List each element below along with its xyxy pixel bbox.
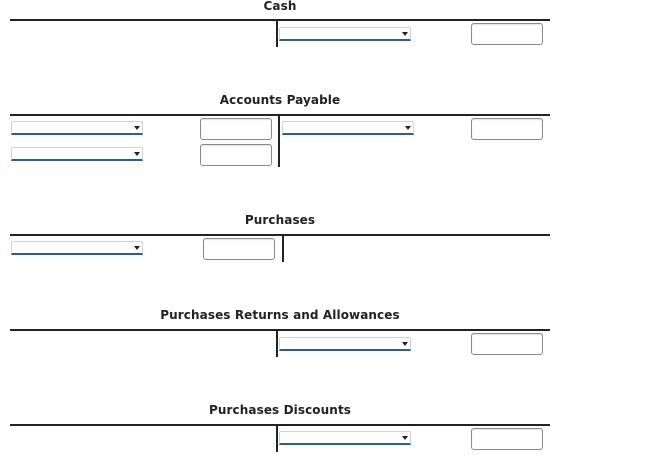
cash-account-title: Cash [263, 0, 297, 13]
chevron-down-icon [405, 126, 411, 130]
purchases-debit-account-select[interactable] [11, 241, 143, 255]
purchases-discounts-credit-account-select[interactable] [279, 431, 411, 445]
purchases-vertical-rule [282, 235, 284, 262]
purchases-discounts-vertical-rule [276, 425, 278, 452]
chevron-down-icon [402, 32, 408, 36]
cash-credit-account-select[interactable] [279, 27, 411, 41]
purchases-returns-credit-account-select[interactable] [279, 337, 411, 351]
accounts-payable-debit-account-select-2[interactable] [11, 147, 143, 161]
accounts-payable-debit-amount-input-1[interactable] [200, 118, 272, 140]
purchases-debit-amount-input[interactable] [203, 238, 275, 260]
cash-credit-amount-input[interactable] [471, 23, 543, 45]
chevron-down-icon [134, 246, 140, 250]
chevron-down-icon [402, 436, 408, 440]
cash-vertical-rule [276, 20, 278, 47]
accounts-payable-debit-amount-input-2[interactable] [200, 144, 272, 166]
purchases-account-title: Purchases [244, 213, 316, 227]
purchases-discounts-credit-amount-input[interactable] [471, 428, 543, 450]
accounts-payable-account-title: Accounts Payable [219, 93, 341, 107]
chevron-down-icon [134, 126, 140, 130]
accounts-payable-vertical-rule [278, 115, 280, 167]
chevron-down-icon [134, 152, 140, 156]
cash-horizontal-rule [10, 19, 550, 21]
purchases-returns-credit-amount-input[interactable] [471, 333, 543, 355]
purchases-returns-vertical-rule [276, 330, 278, 357]
purchases-discounts-account-title: Purchases Discounts [208, 403, 352, 417]
purchases-returns-horizontal-rule [10, 329, 550, 331]
accounts-payable-credit-account-select[interactable] [282, 121, 414, 135]
chevron-down-icon [402, 342, 408, 346]
accounts-payable-credit-amount-input[interactable] [471, 118, 543, 140]
accounts-payable-debit-account-select-1[interactable] [11, 121, 143, 135]
purchases-discounts-horizontal-rule [10, 424, 550, 426]
purchases-horizontal-rule [10, 234, 550, 236]
accounts-payable-horizontal-rule [10, 114, 550, 116]
purchases-returns-account-title: Purchases Returns and Allowances [160, 308, 400, 322]
